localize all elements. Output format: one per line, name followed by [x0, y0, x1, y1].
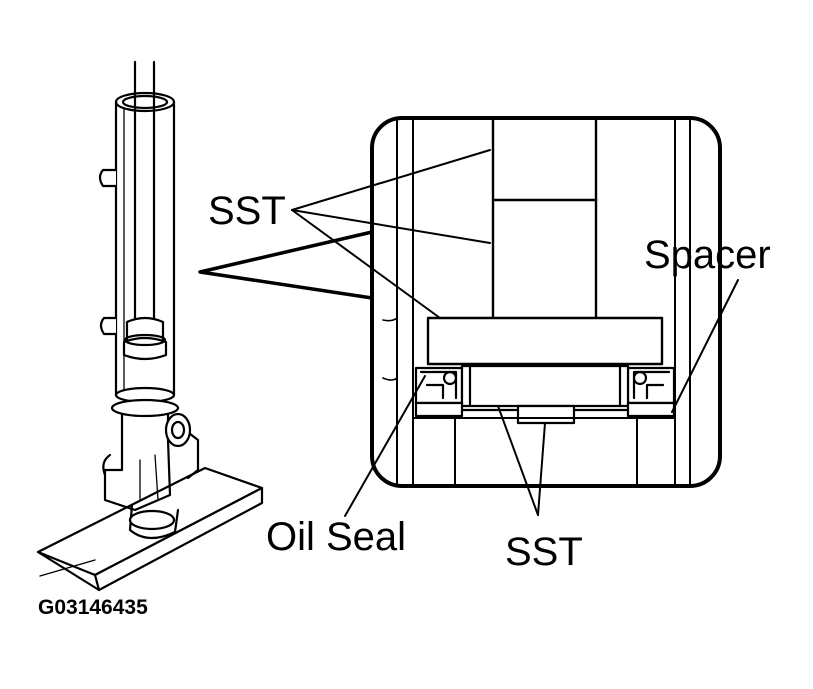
- label-sst-top: SST: [208, 189, 286, 233]
- figure-code: G03146435: [38, 596, 148, 619]
- sst-upper-tool: [426, 118, 664, 366]
- strut-assembly-illustration: [36, 60, 264, 592]
- sst-driver-on-strut: [122, 316, 168, 361]
- leader-lines: [291, 149, 739, 517]
- housing-lower: [412, 417, 676, 485]
- label-oil-seal: Oil Seal: [266, 515, 406, 559]
- tube-tab-upper: [98, 168, 118, 188]
- spacer-ring: [414, 401, 676, 418]
- oil-seal-right: [626, 366, 676, 405]
- detail-frame: [370, 116, 722, 488]
- callout-pointer: [198, 230, 374, 300]
- detail-callout: [370, 116, 722, 488]
- piston-rod: [133, 60, 156, 322]
- tube-tab-lower: [99, 316, 118, 336]
- cylinder-wall-right: [674, 119, 691, 485]
- label-spacer: Spacer: [644, 233, 771, 277]
- oil-seal-left: [414, 366, 464, 405]
- strut-lower-bracket: [102, 412, 200, 540]
- label-sst-bottom: SST: [505, 530, 583, 574]
